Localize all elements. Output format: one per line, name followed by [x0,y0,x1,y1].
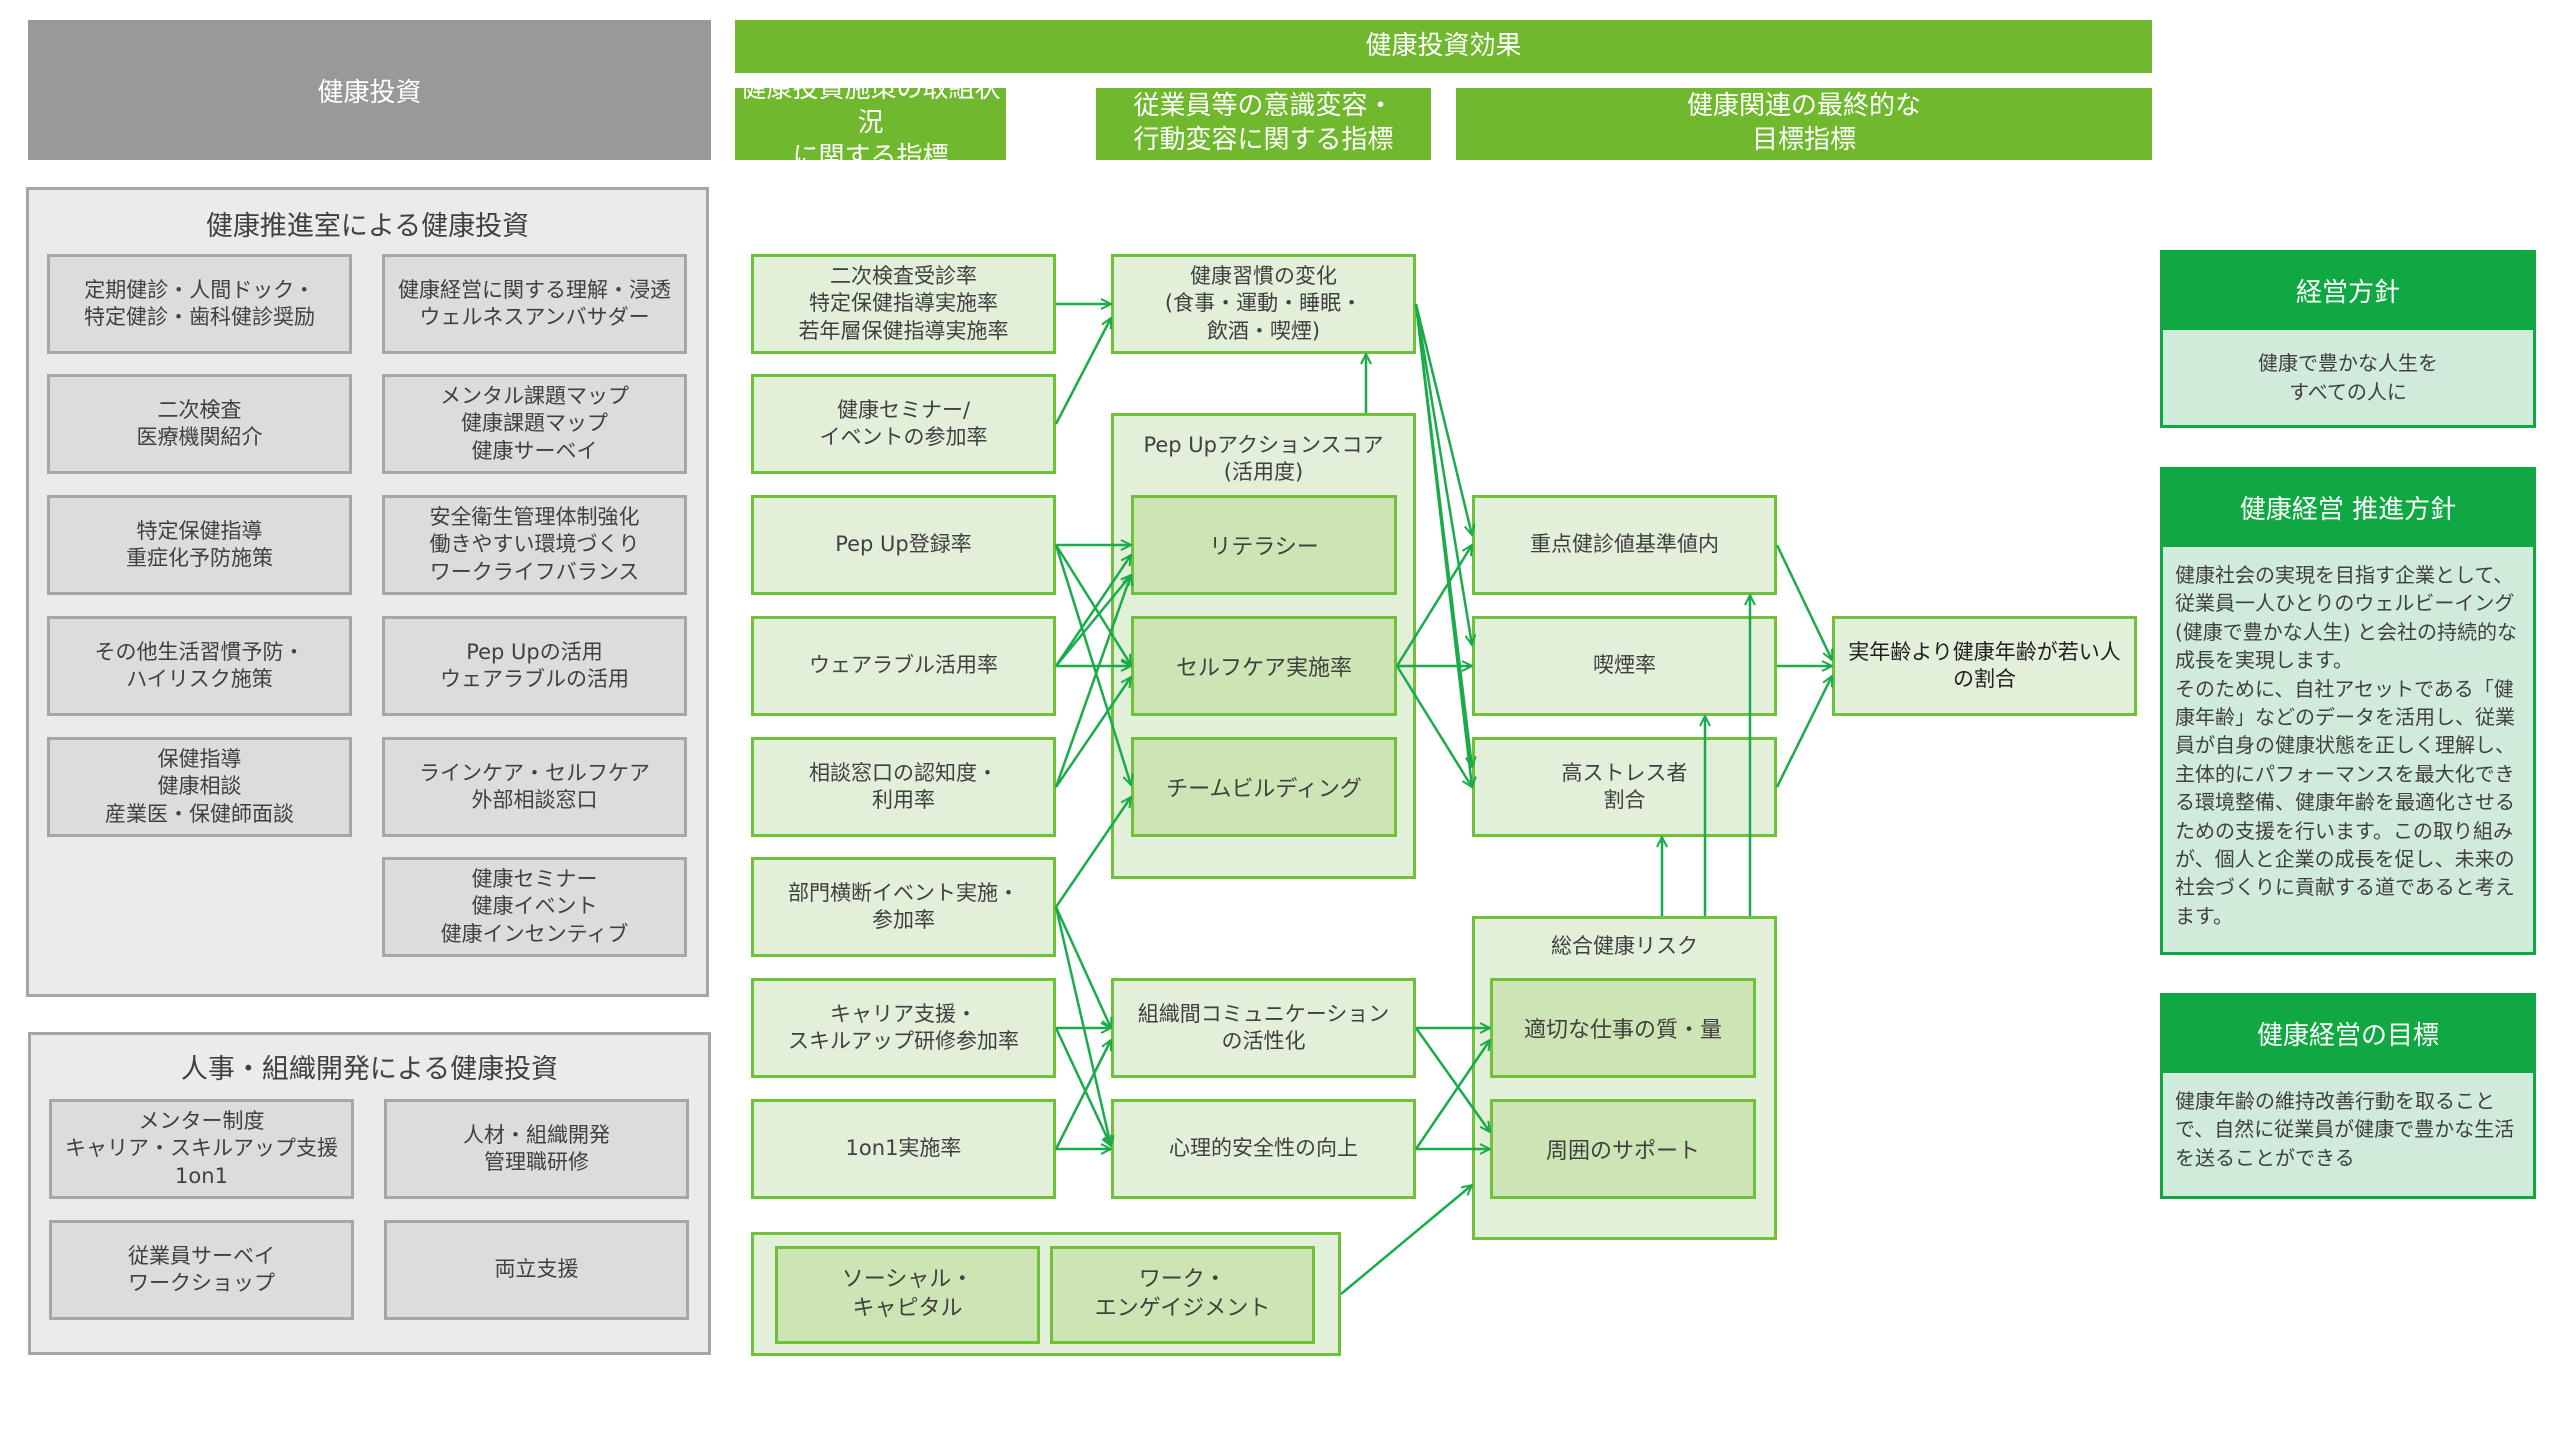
literacy-box: リテラシー [1131,495,1397,595]
promo-item: 健康セミナー 健康イベント 健康インセンティブ [382,857,687,957]
arrow-connector [1054,1040,1113,1150]
indicator-box: 二次検査受診率 特定保健指導実施率 若年層保健指導実施率 [751,254,1056,354]
promo-item: メンタル課題マップ 健康課題マップ 健康サーベイ [382,374,687,474]
hr-item: メンター制度 キャリア・スキルアップ支援 1on1 [49,1099,354,1199]
health-habit-box: 健康習慣の変化 (食事・運動・睡眠・ 飲酒・喫煙) [1111,254,1416,354]
policy-body: 健康年齢の維持改善行動を取ることで、自然に従業員が健康で豊かな生活を送ることがで… [2160,1073,2536,1199]
arrow-connector [1340,1185,1472,1295]
high-stress-ratio-box: 高ストレス者 割合 [1472,737,1777,837]
indicator-box: 健康セミナー/ イベントの参加率 [751,374,1056,474]
arrow-connector [1054,1027,1111,1146]
header-label: 健康投資施策の取組状況 に関する指標 [740,74,1001,172]
checkup-within-standard-box: 重点健診値基準値内 [1472,495,1777,595]
panel-title: 健康推進室による健康投資 [205,211,530,242]
work-engagement-box: ワーク・ エンゲイジメント [1050,1246,1315,1344]
policy-header: 健康経営 推進方針 [2160,467,2536,547]
panel-title: 人事・組織開発による健康投資 [180,1054,559,1085]
policy-header: 経営方針 [2160,250,2536,330]
selfcare-box: セルフケア実施率 [1131,616,1397,716]
pepup-title: Pep Upアクションスコア (活用度) [1143,433,1384,485]
promo-item: ラインケア・セルフケア 外部相談窓口 [382,737,687,837]
promo-item: その他生活習慣予防・ ハイリスク施策 [47,616,352,716]
policy-body: 健康社会の実現を目指す企業として、従業員一人ひとりのウェルビーイング(健康で豊か… [2160,547,2536,955]
promo-item: 健康経営に関する理解・浸透 ウェルネスアンバサダー [382,254,687,354]
promo-item: 特定保健指導 重症化予防施策 [47,495,352,595]
policy-header: 健康経営の目標 [2160,993,2536,1073]
promo-item: Pep Upの活用 ウェアラブルの活用 [382,616,687,716]
health-investment-effect-header: 健康投資効果 [735,20,2152,73]
smoking-rate-box: 喫煙率 [1472,616,1777,716]
arrow-connector [1414,303,1472,645]
health-investment-header: 健康投資 [28,20,711,160]
col-header-behavior: 従業員等の意識変容・ 行動変容に関する指標 [1096,88,1431,160]
arrow-connector [1775,676,1834,788]
promo-item: 保健指導 健康相談 産業医・保健師面談 [47,737,352,837]
surrounding-support-box: 周囲のサポート [1490,1099,1756,1199]
hr-item: 両立支援 [384,1220,689,1320]
hr-item: 人材・組織開発 管理職研修 [384,1099,689,1199]
indicator-box: ウェアラブル活用率 [751,616,1056,716]
indicator-box: Pep Up登録率 [751,495,1056,595]
arrow-connector [1054,318,1113,425]
arrow-connector [1414,303,1472,535]
indicator-box: 1on1実施率 [751,1099,1056,1199]
col-header-final-goals: 健康関連の最終的な 目標指標 [1456,88,2152,160]
header-label: 健康関連の最終的な 目標指標 [1686,91,1921,155]
arrow-connector [1414,303,1472,787]
hr-item: 従業員サーベイ ワークショップ [49,1220,354,1320]
header-label: 健康投資効果 [1365,30,1522,61]
arrow-connector [1054,906,1111,1146]
risk-title: 総合健康リスク [1551,934,1698,958]
team-building-box: チームビルディング [1131,737,1397,837]
promo-item: 二次検査 医療機関紹介 [47,374,352,474]
younger-health-age-ratio-box: 実年齢より健康年齢が若い人 の割合 [1832,616,2137,716]
psych-safety-box: 心理的安全性の向上 [1111,1099,1416,1199]
promo-item: 定期健診・人間ドック・ 特定健診・歯科健診奨励 [47,254,352,354]
arrow-connector [1414,303,1472,767]
header-label: 従業員等の意識変容・ 行動変容に関する指標 [1133,91,1394,155]
col-header-initiatives: 健康投資施策の取組状況 に関する指標 [735,74,1006,172]
indicator-box: キャリア支援・ スキルアップ研修参加率 [751,978,1056,1078]
policy-body: 健康で豊かな人生を すべての人に [2160,330,2536,428]
work-quality-box: 適切な仕事の質・量 [1490,978,1756,1078]
org-communication-box: 組織間コミュニケーション の活性化 [1111,978,1416,1078]
arrow-connector [1054,906,1111,1028]
promo-item: 安全衛生管理体制強化 働きやすい環境づくり ワークライフバランス [382,495,687,595]
indicator-box: 部門横断イベント実施・ 参加率 [751,857,1056,957]
arrow-connector [1775,544,1832,660]
header-label: 健康投資 [317,77,422,108]
social-capital-box: ソーシャル・ キャピタル [775,1246,1040,1344]
indicator-box: 相談窓口の認知度・ 利用率 [751,737,1056,837]
